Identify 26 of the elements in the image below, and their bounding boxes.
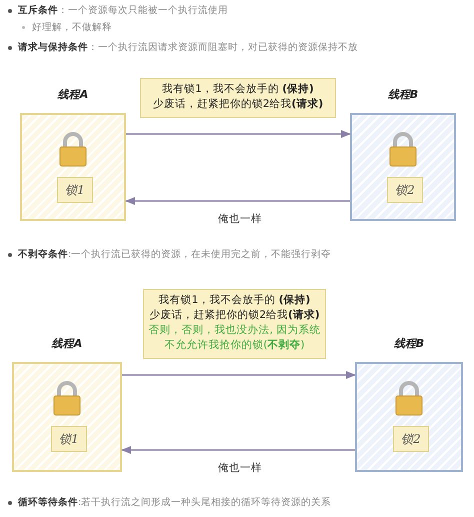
arrow [125,197,350,205]
speech-note-box [143,289,326,359]
lock-label-box: 锁1 [51,426,87,452]
thread-title: 线程B [392,336,426,351]
bullet-text: 互斥条件：一个资源每次只能被一个执行流使用 [18,4,228,17]
edge-label: 俺也一样 [216,461,264,475]
note-text: 我有锁1，我不会放手的 (保持) [158,293,312,308]
bullet-text: 不剥夺条件:一个执行流已获得的资源，在未使用完之前，不能强行剥夺 [18,248,332,261]
arrow [121,446,355,454]
note-text: 少废话，赶紧把你的锁2给我(请求) [152,97,324,112]
speech-note-box [140,78,336,118]
arrow [122,371,356,379]
thread-title: 线程A [56,87,90,102]
bullet-text: 请求与保持条件：一个执行流因请求资源而阻塞时，对已获得的资源保持不放 [18,41,358,54]
note-text: 少废话，赶紧把你的锁2给我(请求) [148,308,321,323]
bullet-text: 好理解，不做解释 [32,21,112,34]
note-text: 我有锁1，我不会放手的 (保持) [161,82,315,97]
lock-label-box: 锁2 [393,426,429,452]
note-text: 否则，否则，我也没办法, 因为系统不允允许我抢你的锁(不剥夺) [148,323,321,353]
thread-title: 线程B [386,87,420,102]
lock-label-box: 锁1 [57,177,93,203]
lock-label-box: 锁2 [387,177,423,203]
edge-label: 俺也一样 [216,212,264,226]
thread-title: 线程A [50,336,84,351]
bullet-text: 循环等待条件:若干执行流之间形成一种头尾相接的循环等待资源的关系 [18,496,332,509]
arrow [126,130,351,138]
